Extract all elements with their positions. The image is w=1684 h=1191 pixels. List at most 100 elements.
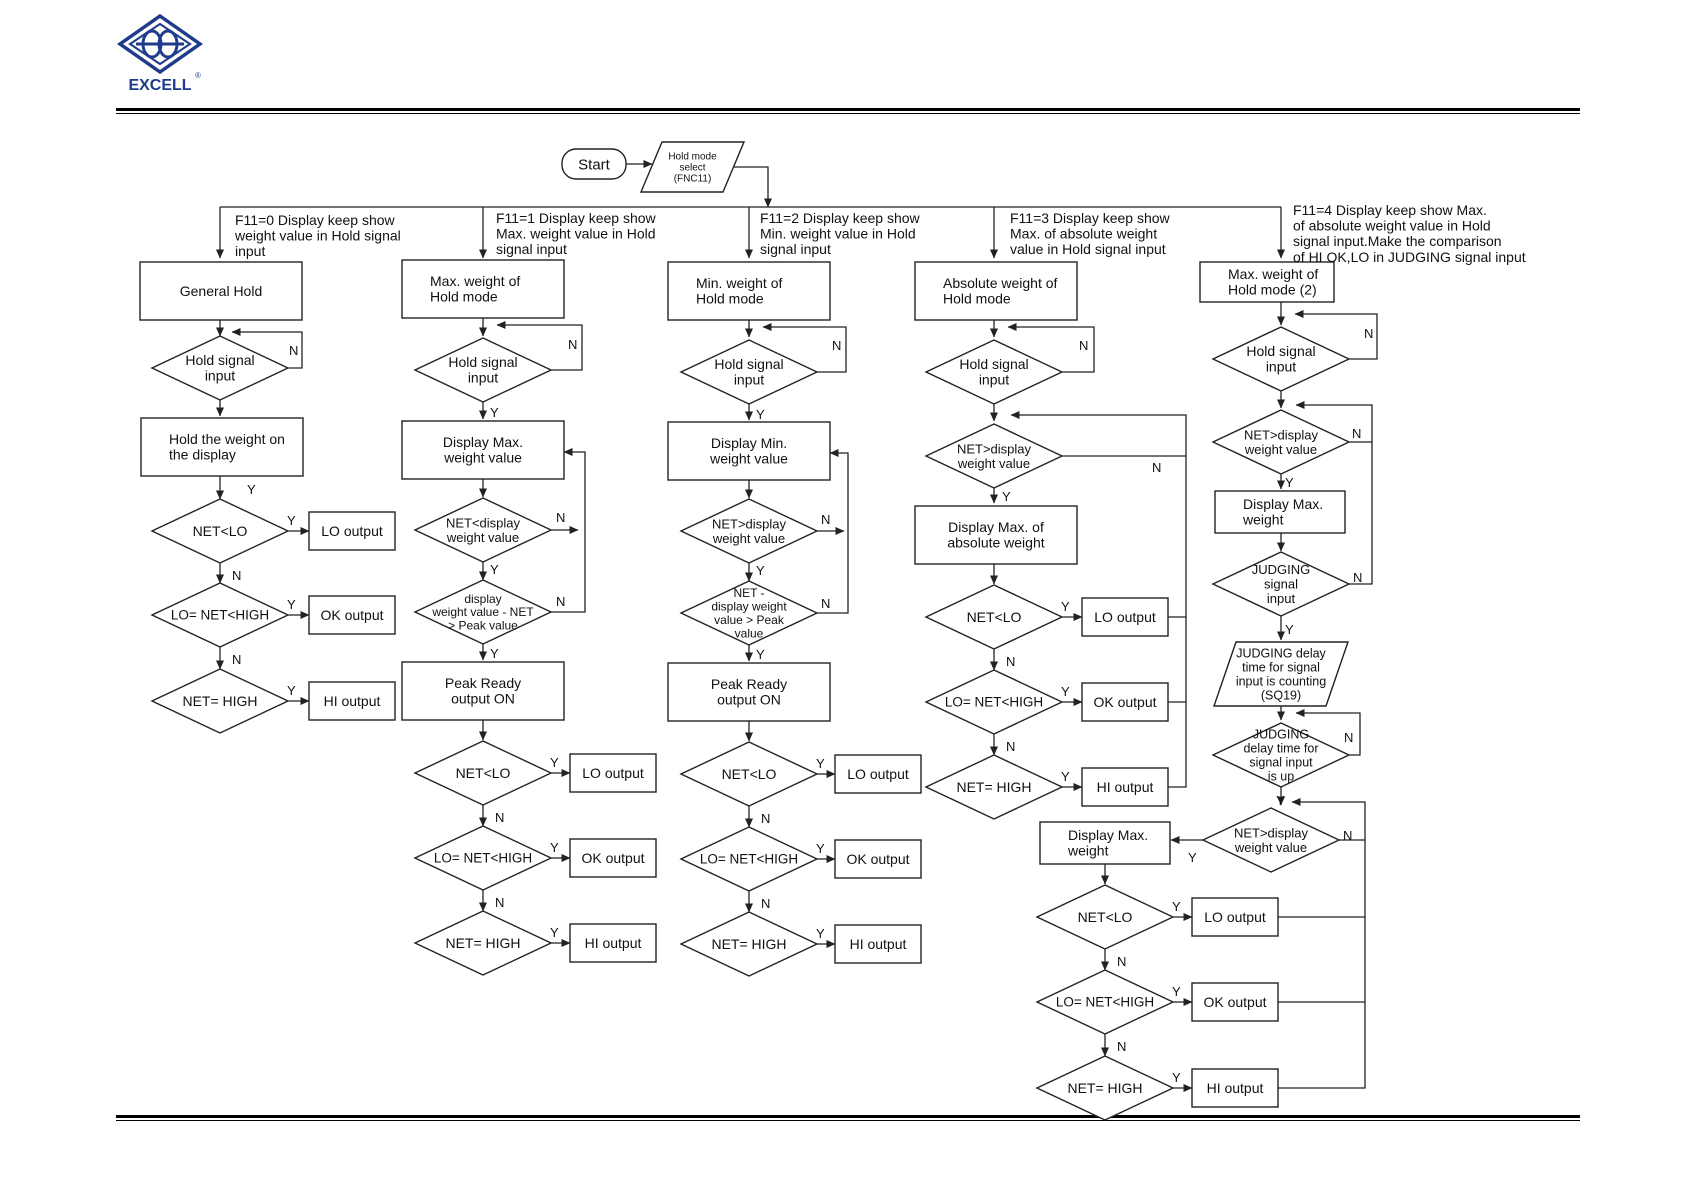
b1-ok-output: OK output — [569, 838, 657, 878]
b2-cond2-yes-label: Y — [756, 647, 765, 662]
b0-net-lo-decision-label: NET<LO — [193, 523, 248, 539]
b1-cond2-no-loop — [551, 448, 586, 613]
b0-lo-output: LO output — [308, 511, 396, 551]
b4-net-lo-decision: NET<LO — [1035, 884, 1175, 950]
b1-lo-output-label: LO output — [582, 765, 644, 781]
b2-lo-net-high-decision: LO= NET<HIGH — [679, 826, 819, 892]
b0-general-hold-label: General Hold — [180, 283, 263, 299]
b0-net-high-decision-label: NET= HIGH — [182, 693, 257, 709]
registered-mark: ® — [195, 71, 201, 80]
b3-cond1-no-label: N — [1152, 460, 1161, 475]
b3-cond1-yes-label: Y — [1002, 489, 1011, 504]
b4-lo-net-high-decision: LO= NET<HIGH — [1035, 969, 1175, 1035]
b4-net-high-decision-label: NET= HIGH — [1067, 1080, 1142, 1096]
b2-lo-net-high-decision-label: LO= NET<HIGH — [700, 852, 798, 867]
b2-yes-label-2: Y — [816, 926, 825, 941]
b1-display-max: Display Max.weight value — [401, 420, 565, 480]
b4-display-max-1: Display Max.weight — [1214, 490, 1346, 534]
b0-hi-output-label: HI output — [324, 693, 381, 709]
b0-hi-output: HI output — [308, 681, 396, 721]
b0-lo-net-high-decision-label: LO= NET<HIGH — [171, 608, 269, 623]
b0-yes-label-0: Y — [287, 513, 296, 528]
b1-net-lo-decision-label: NET<LO — [456, 765, 511, 781]
b4-yes-label-2: Y — [1172, 1070, 1181, 1085]
b0-hold-no-label: N — [289, 343, 298, 358]
b4-judging-no-loop — [1295, 401, 1373, 585]
b1-no-label-2: N — [495, 895, 504, 910]
b1-display-max-label: Display Max.weight value — [443, 434, 523, 466]
b1-lo-net-high-decision-label: LO= NET<HIGH — [434, 851, 532, 866]
b0-yes-label-1: Y — [287, 597, 296, 612]
b4-delay-yes-label: Y — [1276, 793, 1285, 808]
b2-net-high-decision-label: NET= HIGH — [711, 936, 786, 952]
b2-no-label-2: N — [761, 896, 770, 911]
b2-yes-label-0: Y — [816, 756, 825, 771]
b1-hi-output-label: HI output — [585, 935, 642, 951]
b3-ok-output: OK output — [1081, 682, 1169, 722]
b0-lo-output-label: LO output — [321, 523, 383, 539]
b2-hi-output-label: HI output — [850, 936, 907, 952]
b4-lo-output: LO output — [1191, 897, 1279, 937]
b0-general-hold: General Hold — [139, 261, 303, 321]
b4-ok-output-label: OK output — [1203, 994, 1266, 1010]
b2-net-high-decision: NET= HIGH — [679, 911, 819, 977]
start-terminal: Start — [561, 148, 627, 180]
b1-net-lo-decision: NET<LO — [413, 740, 553, 806]
b2-yes-label-1: Y — [816, 841, 825, 856]
b0-ok-output: OK output — [308, 595, 396, 635]
b3-net-high-decision: NET= HIGH — [924, 754, 1064, 820]
b3-lo-output: LO output — [1081, 597, 1169, 637]
b1-lo-output: LO output — [569, 753, 657, 793]
b1-cond1-yes-label: Y — [490, 562, 499, 577]
b4-display-max-2-label: Display Max.weight — [1067, 827, 1148, 859]
b3-hi-output-label: HI output — [1097, 779, 1154, 795]
b2-cond1-no-label: N — [821, 512, 830, 527]
branch-4-description: F11=4 Display keep show Max.of absolute … — [1293, 202, 1526, 265]
b1-yes-label-1: Y — [550, 840, 559, 855]
b2-lo-output-label: LO output — [847, 766, 909, 782]
b0-net-lo-decision: NET<LO — [150, 498, 290, 564]
b4-hi-output-label: HI output — [1207, 1080, 1264, 1096]
b2-cond2-no-loop — [817, 449, 849, 614]
b1-net-high-decision-label: NET= HIGH — [445, 935, 520, 951]
b1-lo-net-high-decision: LO= NET<HIGH — [413, 825, 553, 891]
b0-no-label-1: N — [232, 568, 241, 583]
b4-no-label-1: N — [1117, 954, 1126, 969]
b3-net-lo-decision: NET<LO — [924, 584, 1064, 650]
connector-lines — [216, 160, 1378, 1092]
b1-cond1-no-label: N — [556, 510, 565, 525]
b1-hold-no-label: N — [568, 337, 577, 352]
